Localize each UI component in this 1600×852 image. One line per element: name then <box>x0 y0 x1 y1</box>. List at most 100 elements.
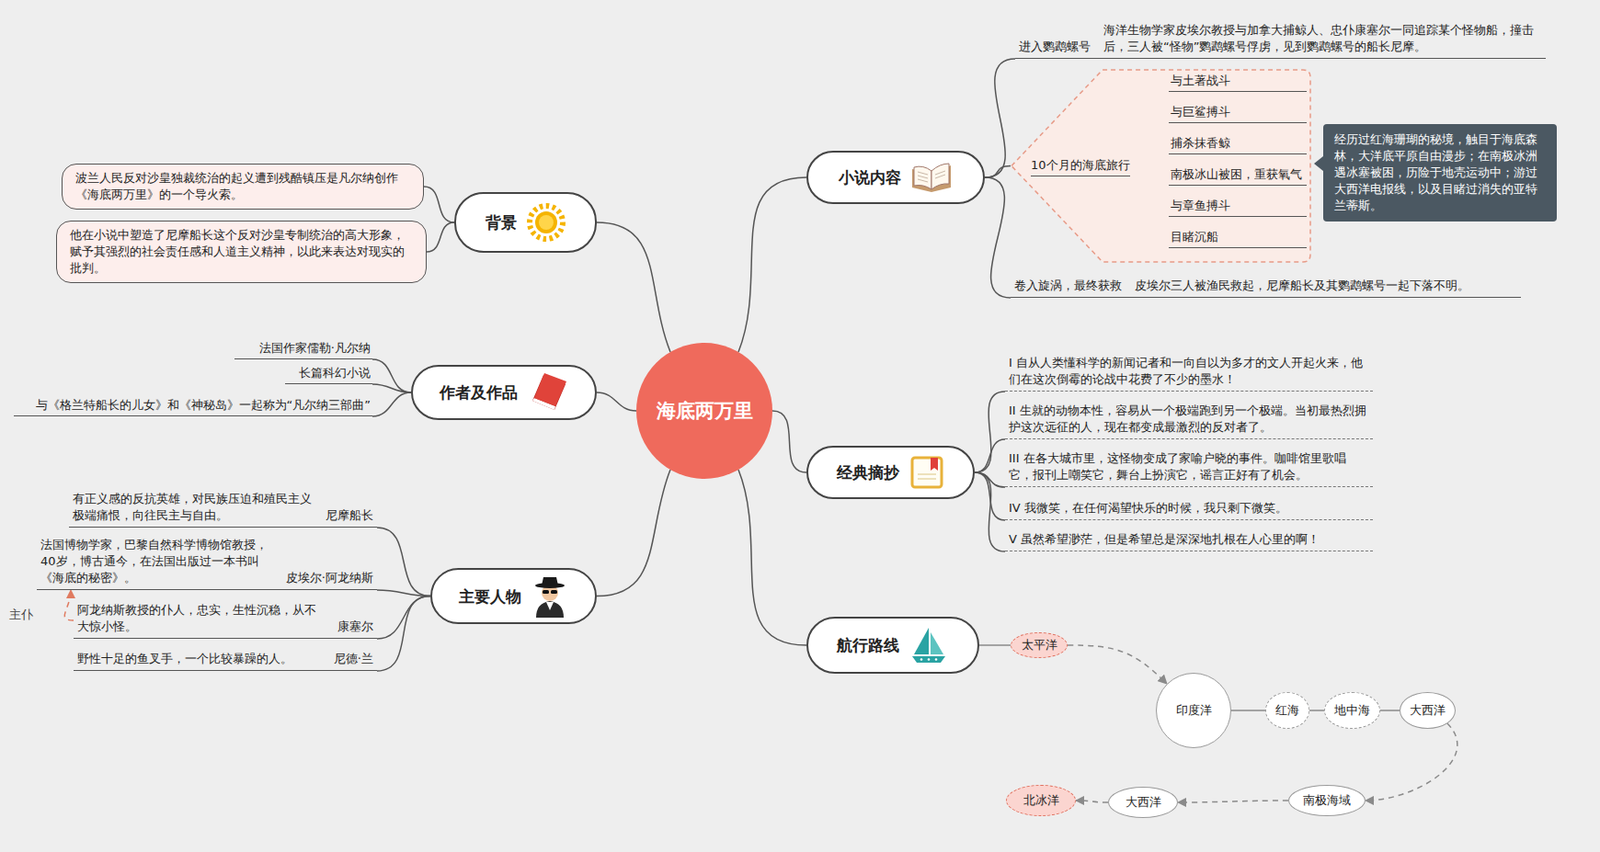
leaf-line: 南极冰山被困，重获氧气 <box>1168 166 1307 186</box>
node-description: 皮埃尔三人被渔民救起，尼摩船长及其鹦鹉螺号一起下落不明。 <box>1134 277 1518 295</box>
character-line: 尼摩船长有正义感的反抗英雄，对民族压迫和殖民主义极端痛恨，向往民主与自由。 <box>68 491 378 528</box>
connector <box>738 469 807 646</box>
connector <box>372 384 412 393</box>
connector <box>738 177 807 353</box>
connector <box>596 222 671 353</box>
connector <box>377 527 431 597</box>
connector <box>1365 723 1458 801</box>
connector <box>974 439 1006 473</box>
connector <box>596 392 637 412</box>
branch-node: 作者及作品 <box>411 365 597 421</box>
node-label: 海底两万里 <box>656 399 754 423</box>
note-box: 波兰人民反对沙皇独裁统治的起义遭到残酷镇压是凡尔纳创作《海底两万里》的一个导火索… <box>61 163 424 210</box>
branch-icon <box>525 202 567 243</box>
route-oval: 北冰洋 <box>1005 785 1076 817</box>
node-label: 小说内容 <box>838 169 902 186</box>
node-label: 10个月的海底旅行 <box>1030 157 1131 177</box>
connector <box>377 590 431 597</box>
leaf-line: 长篇科幻小说 <box>285 365 373 385</box>
route-circle: 地中海 <box>1324 692 1381 730</box>
quote-line: IV 我微笑，在任何渴望快乐的时候，我只剩下微笑。 <box>1005 500 1373 521</box>
node-label: 尼摩船长 <box>325 507 374 525</box>
leaf-line: 与《格兰特船长的儿女》和《神秘岛》一起称为“凡尔纳三部曲” <box>13 397 373 417</box>
connector <box>377 596 431 673</box>
node-label: 航行路线 <box>836 637 900 654</box>
route-circle: 印度洋 <box>1155 673 1232 749</box>
node-label: 进入鹦鹉螺号 <box>1018 38 1091 56</box>
topic-line: 进入鹦鹉螺号海洋生物学家皮埃尔教授与加拿大捕鲸人、忠仆康塞尔一同追踪某个怪物船，… <box>1015 22 1546 59</box>
connector <box>64 590 74 621</box>
connector <box>979 644 1011 647</box>
node-label: 经历过红海珊瑚的秘境，触目于海底森林，大洋底平原自由漫步；在南极冰洲遇冰塞被困，… <box>1334 131 1546 215</box>
leaf-line: 目睹沉船 <box>1168 228 1307 249</box>
node-label: 皮埃尔·阿龙纳斯 <box>285 570 374 587</box>
leaf-line: 捕杀抹香鲸 <box>1168 135 1307 155</box>
edge-label: 主仆 <box>7 606 35 624</box>
note-box: 他在小说中塑造了尼摩船长这个反对沙皇专制统治的高大形象，赋予其强烈的社会责任感和… <box>56 220 427 284</box>
connector <box>426 222 455 252</box>
node-description: 阿龙纳斯教授的仆人，忠实，生性沉稳，从不大惊小怪。 <box>77 602 325 636</box>
branch-icon <box>908 625 949 666</box>
connector <box>1309 709 1325 712</box>
node-label: 南极冰山被困，重获氧气 <box>1170 166 1305 183</box>
node-label: 作者及作品 <box>439 384 518 401</box>
node-label: 主要人物 <box>458 588 522 606</box>
connector <box>372 392 412 417</box>
node-label: 长篇科幻小说 <box>286 365 371 382</box>
node-label: 与土著战斗 <box>1170 72 1305 90</box>
node-label: 背景 <box>485 214 517 231</box>
node-label: 尼德·兰 <box>333 651 374 668</box>
branch-node: 背景 <box>454 192 597 253</box>
node-label: 红海 <box>1275 702 1300 720</box>
group-region: 10个月的海底旅行 与土著战斗与巨鲨搏斗捕杀抹香鲸南极冰山被困，重获氧气与章鱼搏斗… <box>1010 68 1312 263</box>
node-label: 目睹沉船 <box>1170 228 1305 246</box>
node-label: IV 我微笑，在任何渴望快乐的时候，我只剩下微笑。 <box>1008 500 1370 517</box>
branch-node: 小说内容 <box>806 150 985 205</box>
node-description: 法国博物学家，巴黎自然科学博物馆教授，40岁，博古通今，在法国出版过一本书叫《海… <box>40 537 274 587</box>
connector <box>1231 709 1266 712</box>
node-label: 地中海 <box>1334 702 1371 720</box>
node-label: III 在各大城市里，这怪物变成了家喻户晓的事件。咖啡馆里歌唱它，报刊上嘲笑它，… <box>1008 450 1370 484</box>
connector <box>974 472 1006 552</box>
connector <box>974 391 1006 473</box>
node-description: 野性十足的鱼叉手，一个比较暴躁的人。 <box>77 651 321 668</box>
route-oval: 大西洋 <box>1108 787 1178 819</box>
node-label: 法国作家儒勒·凡尔纳 <box>236 340 371 357</box>
connector <box>372 359 412 393</box>
leaf-line: 与章鱼搏斗 <box>1168 197 1307 218</box>
topic-line: 卷入旋涡，最终获救皮埃尔三人被渔民救起，尼摩船长及其鹦鹉螺号一起下落不明。 <box>1010 277 1521 298</box>
character-line: 皮埃尔·阿龙纳斯法国博物学家，巴黎自然科学博物馆教授，40岁，博古通今，在法国出… <box>36 537 378 591</box>
connector <box>772 411 807 473</box>
branch-icon <box>908 454 946 492</box>
connector <box>1380 709 1400 712</box>
node-label: 南极海域 <box>1302 792 1351 810</box>
character-line: 尼德·兰野性十足的鱼叉手，一个比较暴躁的人。 <box>73 651 378 672</box>
leaf-line: 法国作家儒勒·凡尔纳 <box>234 340 373 360</box>
branch-icon <box>530 575 570 618</box>
character-line: 康塞尔阿龙纳斯教授的仆人，忠实，生性沉稳，从不大惊小怪。 <box>73 602 378 640</box>
node-label: II 生就的动物本性，容易从一个极端跑到另一个极端。当初最热烈拥护这次远征的人，… <box>1008 402 1370 436</box>
branch-node: 航行路线 <box>806 617 980 675</box>
quote-line: III 在各大城市里，这怪物变成了家喻户晓的事件。咖啡馆里歌唱它，报刊上嘲笑它，… <box>1005 450 1373 488</box>
node-label: 大西洋 <box>1409 702 1446 720</box>
callout-pointer <box>1314 156 1324 172</box>
node-label: 波兰人民反对沙皇独裁统治的起义遭到残酷镇压是凡尔纳创作《海底两万里》的一个导火索… <box>75 170 411 204</box>
node-label: 印度洋 <box>1176 702 1212 720</box>
node-description: 海洋生物学家皮埃尔教授与加拿大捕鲸人、忠仆康塞尔一同追踪某个怪物船，撞击后，三人… <box>1103 22 1543 56</box>
node-label: 经典摘抄 <box>836 464 900 481</box>
leaf-line: 与巨鲨搏斗 <box>1168 103 1307 124</box>
node-label: V 虽然希望渺茫，但是希望总是深深地扎根在人心里的啊！ <box>1008 531 1370 549</box>
connector <box>1075 800 1109 803</box>
connector <box>1067 645 1167 685</box>
quote-line: V 虽然希望渺茫，但是希望总是深深地扎根在人心里的啊！ <box>1005 531 1373 552</box>
connector <box>423 186 455 223</box>
branch-icon <box>526 373 570 412</box>
node-label: 捕杀抹香鲸 <box>1170 135 1305 152</box>
route-oval: 太平洋 <box>1010 632 1068 659</box>
connector <box>596 469 671 596</box>
node-label: 他在小说中塑造了尼摩船长这个反对沙皇专制统治的高大形象，赋予其强烈的社会责任感和… <box>69 227 413 277</box>
quote-line: II 生就的动物本性，容易从一个极端跑到另一个极端。当初最热烈拥护这次远征的人，… <box>1005 402 1373 440</box>
node-description: 有正义感的反抗英雄，对民族压迫和殖民主义极端痛恨，向往民主与自由。 <box>72 491 313 525</box>
connector <box>1177 800 1289 803</box>
